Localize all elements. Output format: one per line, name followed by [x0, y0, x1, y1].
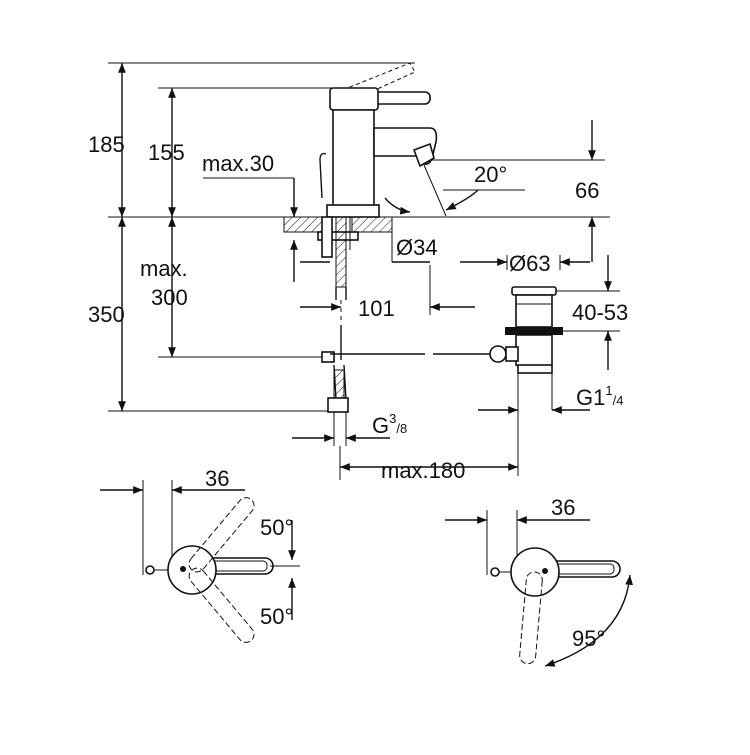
dimension-max180 [339, 446, 518, 480]
dimension-angle20 [384, 164, 525, 217]
label-36-left: 36 [205, 466, 229, 491]
supply-hose [321, 287, 349, 446]
dimension-66 [432, 120, 605, 262]
label-max180: max.180 [381, 458, 465, 483]
label-g1-quarter: G11/4 [576, 383, 623, 410]
g1-main: G1 [576, 385, 605, 410]
label-66: 66 [575, 178, 599, 203]
label-max30: max.30 [202, 151, 274, 176]
dimension-dia34 [300, 232, 430, 263]
label-101: 101 [358, 296, 395, 321]
dimension-101 [300, 265, 475, 315]
dimension-185-350 [108, 62, 415, 412]
label-dia34: Ø34 [396, 235, 438, 260]
dimension-155-300 [158, 87, 340, 358]
counter-mount [283, 216, 393, 288]
label-40-53: 40-53 [572, 300, 628, 325]
label-36-right: 36 [551, 495, 575, 520]
g1-sup: 1 [605, 383, 612, 398]
dimension-max30 [203, 177, 298, 282]
g38-sub: /8 [396, 421, 407, 436]
label-155: 155 [148, 140, 185, 165]
label-300: 300 [151, 285, 188, 310]
pop-up-waste [489, 286, 563, 476]
plan-view-left [100, 480, 300, 643]
label-angle50-top: 50° [260, 515, 293, 540]
label-angle95: 95° [572, 626, 605, 651]
label-g3-8: G3/8 [372, 411, 407, 438]
label-max: max. [140, 256, 188, 281]
dimension-labels: 185 155 max.30 20° 66 Ø34 Ø63 max. 300 3… [88, 132, 628, 651]
dimension-dia63 [460, 255, 590, 270]
g38-main: G [372, 413, 389, 438]
label-angle20: 20° [474, 162, 507, 187]
label-350: 350 [88, 302, 125, 327]
plan-view-right [445, 510, 633, 667]
g1-sub: /4 [613, 393, 624, 408]
faucet-body [319, 62, 438, 218]
label-dia63: Ø63 [509, 251, 551, 276]
g38-sup: 3 [389, 411, 396, 426]
dimension-40-53 [556, 255, 620, 370]
label-185: 185 [88, 132, 125, 157]
label-angle50-bottom: 50° [260, 604, 293, 629]
